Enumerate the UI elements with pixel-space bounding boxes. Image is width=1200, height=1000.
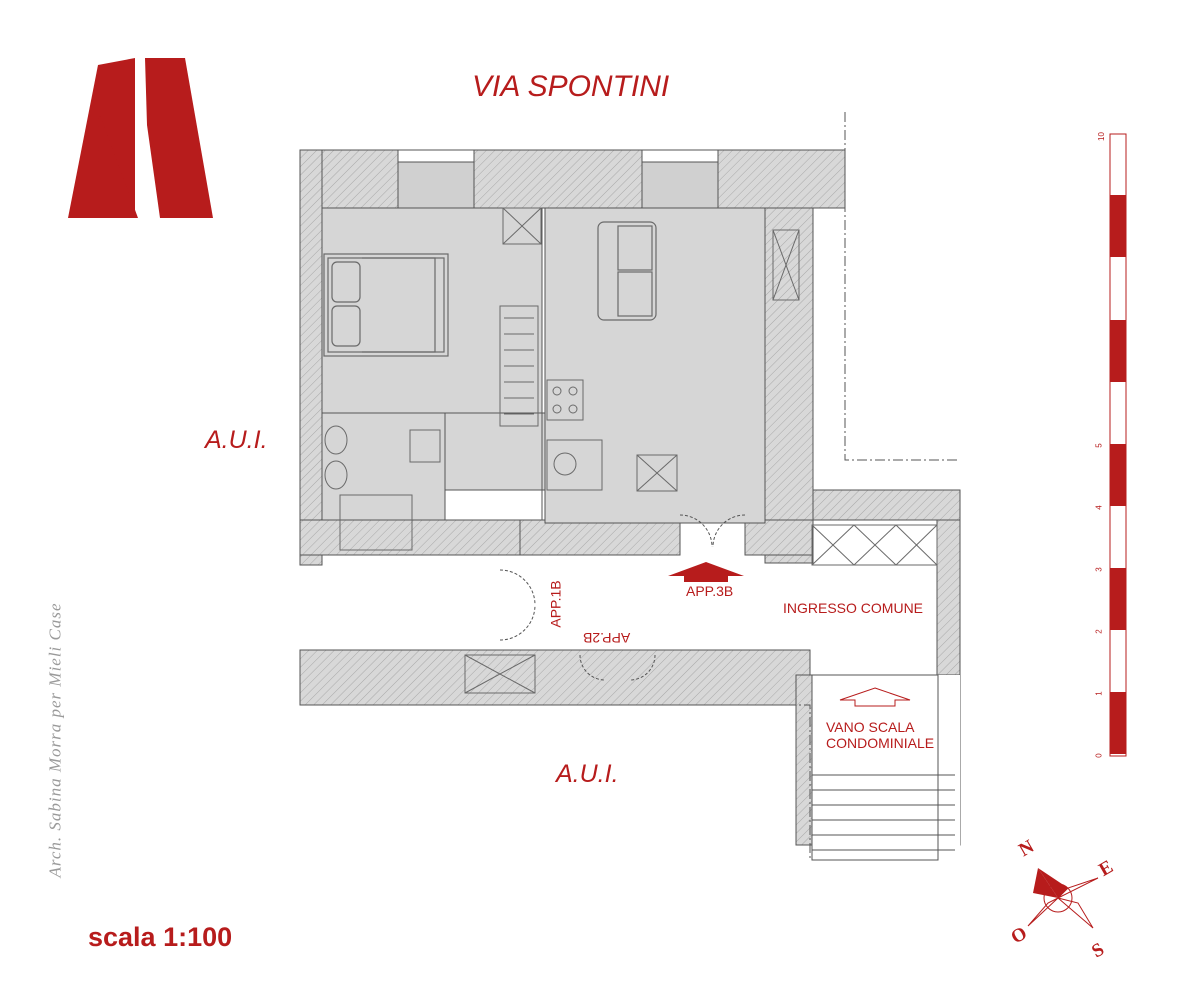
- room-condominiale: CONDOMINIALE: [826, 735, 935, 751]
- room-vano-scala: VANO SCALA: [826, 719, 915, 735]
- scale-tick-5: 5: [1094, 443, 1104, 448]
- scale-tick-4: 4: [1094, 505, 1104, 510]
- room-app-1b: APP.1B: [547, 580, 564, 628]
- scale-tick-3: 3: [1094, 567, 1104, 572]
- boundary-lines: [300, 112, 960, 860]
- neighbor-west-label: A.U.I.: [205, 426, 268, 454]
- room-app-2b: APP.2B: [583, 630, 631, 646]
- scale-tick-10: 10: [1096, 132, 1106, 141]
- room-app-3b: APP.3B: [686, 583, 734, 599]
- logo: [68, 58, 213, 218]
- scale-text: scala 1:100: [88, 922, 233, 952]
- storage-cabinets: [464, 207, 938, 694]
- scale-bar: [1109, 133, 1127, 757]
- bed: [323, 253, 449, 357]
- architect-credit: Arch. Sabina Morra per Mieli Case: [45, 602, 65, 878]
- bathroom: [324, 425, 441, 551]
- sofa: [597, 221, 657, 321]
- scale-tick-2: 2: [1094, 629, 1104, 634]
- scale-tick-0: 0: [1094, 753, 1104, 758]
- windows: [397, 149, 719, 209]
- entry-arrow-icon: [668, 562, 744, 582]
- neighbor-south-label: A.U.I.: [556, 760, 619, 788]
- rooms: [321, 207, 766, 524]
- stairs: [812, 774, 955, 851]
- room-ingresso-comune: INGRESSO COMUNE: [783, 600, 924, 616]
- compass-rose-icon: [1027, 868, 1099, 929]
- doors: [499, 514, 746, 681]
- stair-arrow-icon: [839, 687, 911, 707]
- scale-tick-1: 1: [1094, 691, 1104, 696]
- wardrobe: [499, 305, 539, 427]
- walls: [299, 149, 961, 861]
- kitchen: [546, 379, 603, 491]
- street-label: VIA SPONTINI: [472, 70, 670, 103]
